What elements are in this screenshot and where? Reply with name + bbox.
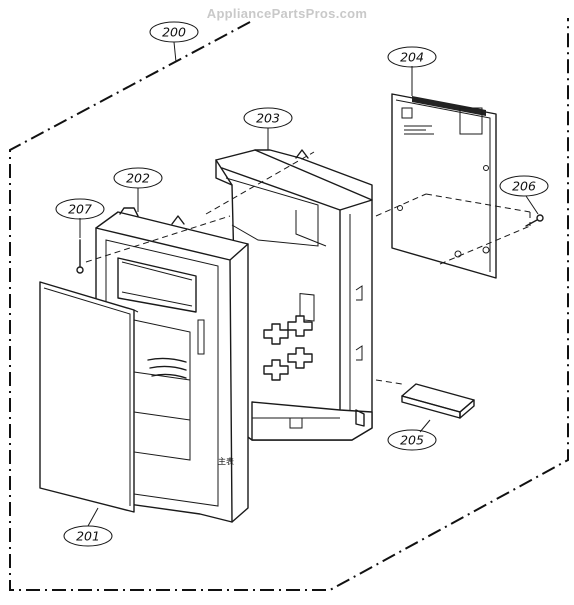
part-203-housing: [215, 149, 373, 441]
svg-text:205: 205: [400, 433, 424, 448]
callout-200: 200: [149, 21, 199, 43]
part-205-plate: [375, 379, 475, 419]
callout-203: 203: [243, 107, 293, 129]
part-206-screw: [525, 214, 544, 227]
callout-207: 207: [55, 198, 105, 220]
svg-text:207: 207: [68, 202, 92, 217]
part-201-membrane-panel: [39, 281, 139, 513]
callout-201: 201: [63, 525, 113, 547]
svg-text:202: 202: [126, 171, 150, 186]
callout-204: 204: [387, 46, 437, 68]
assembly-frame: [9, 18, 569, 591]
svg-text:203: 203: [256, 111, 280, 126]
callout-206: 206: [499, 175, 549, 197]
part-207-screw: [76, 239, 84, 274]
svg-text:204: 204: [400, 50, 424, 65]
callout-202: 202: [113, 167, 163, 189]
leader-205: [419, 419, 431, 433]
svg-text:200: 200: [162, 25, 186, 40]
svg-text:206: 206: [512, 179, 536, 194]
leader-201: [87, 507, 99, 527]
svg-text:201: 201: [76, 529, 100, 544]
leader-200: [173, 41, 177, 63]
watermark: AppliancePartsPros.com: [206, 6, 368, 21]
panel-mark: 主表: [218, 456, 234, 466]
callout-205: 205: [387, 429, 437, 451]
leader-206: [525, 195, 539, 215]
part-204-pcb: [375, 93, 531, 279]
